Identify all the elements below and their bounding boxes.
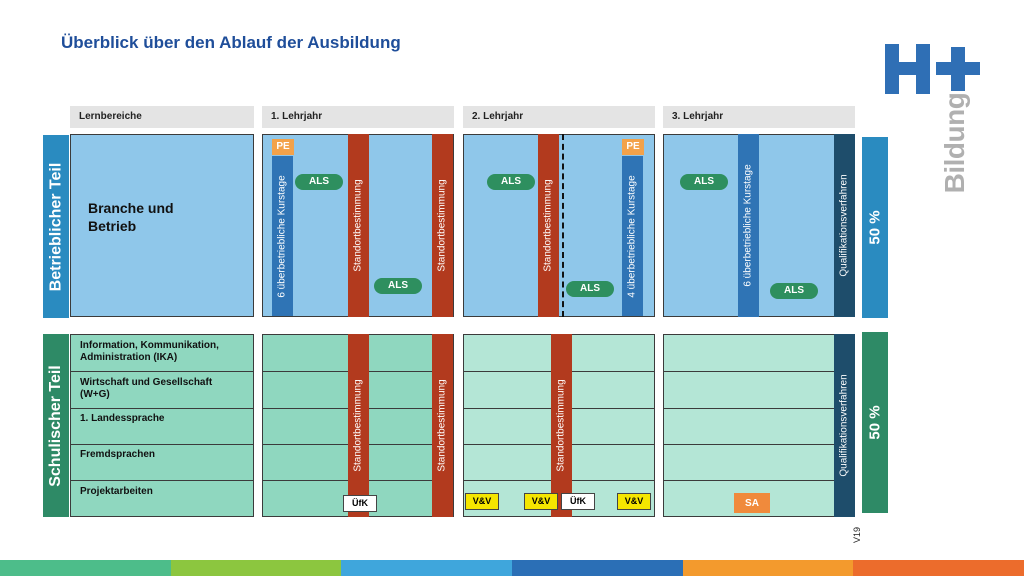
- footer-color-bar: [0, 560, 1024, 576]
- standort-bar-s1a: Standortbestimmung: [348, 334, 369, 517]
- footer-segment-6: [853, 560, 1024, 576]
- standort-bar-s1b: Standortbestimmung: [432, 334, 453, 517]
- vv-tag-y2a: V&V: [465, 493, 499, 510]
- standort-bar-y2: Standortbestimmung: [538, 134, 559, 317]
- qv-bar-betrieb: Qualifikationsverfahren: [834, 134, 855, 317]
- footer-segment-5: [682, 560, 854, 576]
- betrieb-lernbereich-cell: Branche und Betrieb: [70, 134, 254, 317]
- hplus-logo: [885, 44, 980, 94]
- standort-bar-y1a: Standortbestimmung: [348, 134, 369, 317]
- schule-lernbereiche: Information, Kommunikation, Administrati…: [70, 334, 254, 517]
- uefk-tag-y2: ÜfK: [561, 493, 595, 510]
- row-label-fremdsprachen: Fremdsprachen: [80, 449, 156, 460]
- uefk-tag-y1: ÜfK: [343, 495, 377, 512]
- row-label-projektarbeiten: Projektarbeiten: [80, 486, 153, 497]
- header-lehrjahr-1: 1. Lehrjahr: [262, 106, 454, 128]
- als-pill-y3b: ALS: [770, 283, 818, 299]
- betrieb-year-3: [663, 134, 855, 317]
- percent-betrieb: 50 %: [862, 137, 888, 318]
- standort-bar-y1b: Standortbestimmung: [432, 134, 453, 317]
- als-pill-y1b: ALS: [374, 278, 422, 294]
- logo-wordmark: Bildung: [939, 92, 970, 194]
- kurstage-bar-y3: 6 überbetriebliche Kurstage: [738, 134, 759, 317]
- kurstage-bar-y1: 6 überbetriebliche Kurstage: [272, 156, 293, 316]
- pe-badge-y2: PE: [622, 139, 644, 155]
- row-label-landessprache: 1. Landessprache: [80, 413, 165, 424]
- vv-tag-y2c: V&V: [617, 493, 651, 510]
- sa-tag-y3: SA: [734, 493, 770, 513]
- kurstage-bar-y2: 4 überbetriebliche Kurstage: [622, 156, 643, 316]
- footer-segment-2: [170, 560, 342, 576]
- version-label: V19: [852, 526, 862, 544]
- side-label-schule: Schulischer Teil: [43, 334, 69, 517]
- row-label-ika: Information, Kommunikation, Administrati…: [80, 340, 219, 363]
- footer-segment-4: [512, 560, 683, 576]
- year-divider-dashed: [562, 134, 564, 317]
- header-lehrjahr-3: 3. Lehrjahr: [663, 106, 855, 128]
- header-lehrjahr-2: 2. Lehrjahr: [463, 106, 655, 128]
- side-label-betrieb: Betrieblicher Teil: [43, 135, 69, 318]
- header-lernbereiche: Lernbereiche: [70, 106, 254, 128]
- vv-tag-y2b: V&V: [524, 493, 558, 510]
- page-title: Überblick über den Ablauf der Ausbildung: [61, 33, 401, 52]
- percent-schule: 50 %: [862, 332, 888, 513]
- als-pill-y1a: ALS: [295, 174, 343, 190]
- footer-segment-1: [0, 560, 171, 576]
- row-label-wg: Wirtschaft und Gesellschaft (W+G): [80, 377, 213, 400]
- als-pill-y2a: ALS: [487, 174, 535, 190]
- qv-bar-schule: Qualifikationsverfahren: [834, 334, 855, 517]
- schule-year-3: [663, 334, 855, 517]
- standort-bar-s2: Standortbestimmung: [551, 334, 572, 517]
- betrieb-text: Branche und Betrieb: [88, 200, 174, 234]
- pe-badge-y1: PE: [272, 139, 294, 155]
- footer-segment-3: [341, 560, 513, 576]
- als-pill-y2b: ALS: [566, 281, 614, 297]
- als-pill-y3a: ALS: [680, 174, 728, 190]
